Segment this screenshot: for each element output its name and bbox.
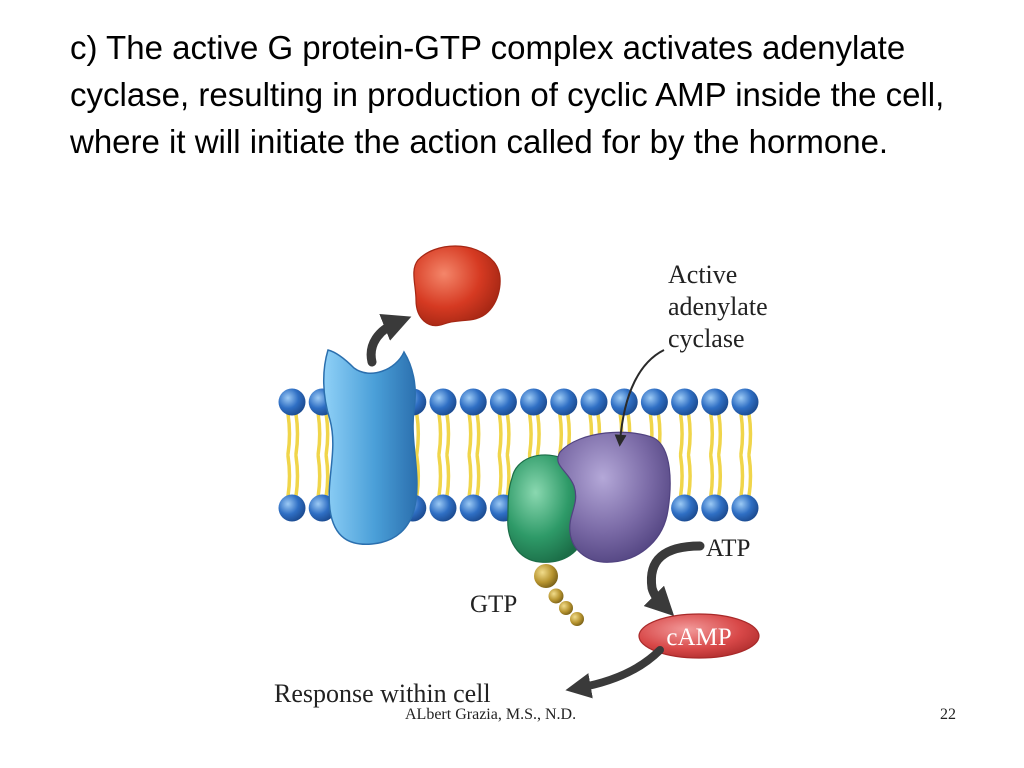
lipid-head <box>489 388 517 416</box>
response-arrow <box>565 646 664 699</box>
lipid-tail <box>497 454 503 498</box>
adenylate-cyclase-pointer <box>614 349 665 447</box>
label-gtp: GTP <box>470 591 517 618</box>
atp-conversion-arrow <box>643 541 705 617</box>
label-active: Active <box>668 260 737 289</box>
lipid-tail <box>505 412 511 456</box>
lipid-tail <box>686 412 692 456</box>
adenylate-cyclase <box>557 431 671 563</box>
lipid-tail <box>467 454 473 498</box>
lipid-tail <box>286 454 292 498</box>
lipid-tail <box>437 454 443 498</box>
lipid-head <box>429 388 457 416</box>
lipid-tail <box>678 412 684 456</box>
lipid-tail <box>415 412 421 456</box>
lipid-tail <box>709 454 715 498</box>
lipid-head <box>671 494 699 522</box>
lipid-head <box>278 388 306 416</box>
lipid-tail <box>505 454 511 498</box>
camp-molecule <box>638 613 760 659</box>
lipid-head <box>640 388 668 416</box>
lipid-tail <box>324 412 330 456</box>
lipid-tail <box>467 412 473 456</box>
lipid-tail <box>294 454 300 498</box>
lipid-tail <box>294 412 300 456</box>
lipid-head <box>701 388 729 416</box>
lipid-tail <box>497 412 503 456</box>
gtp-beads <box>534 564 584 626</box>
lipid-tail <box>558 412 564 456</box>
lipid-tail <box>437 412 443 456</box>
label-atp: ATP <box>706 535 750 562</box>
g-protein <box>507 454 588 563</box>
lipid-head <box>701 494 729 522</box>
lipid-tail <box>686 454 692 498</box>
lipid-head <box>550 388 578 416</box>
lipid-tail <box>717 454 723 498</box>
lipid-head <box>278 494 306 522</box>
lipid-tail <box>316 412 322 456</box>
lipid-tail <box>739 454 745 498</box>
lipid-head <box>610 388 638 416</box>
lipid-tail <box>678 454 684 498</box>
slide-body-text: c) The active G protein-GTP complex acti… <box>70 29 945 160</box>
footer-author: ALbert Grazia, M.S., N.D. <box>405 706 577 723</box>
lipid-tail <box>717 412 723 456</box>
lipid-tail <box>475 412 481 456</box>
lipid-tail <box>445 412 451 456</box>
slide-number: 22 <box>940 706 956 723</box>
lipid-tail <box>747 454 753 498</box>
lipid-tail <box>475 454 481 498</box>
label-adenylate: adenylate <box>668 292 768 321</box>
label-cyclase: cyclase <box>668 324 745 353</box>
lipid-head <box>459 494 487 522</box>
lipid-tail <box>316 454 322 498</box>
lipid-head <box>429 494 457 522</box>
lipid-tail <box>445 454 451 498</box>
lipid-head <box>520 388 548 416</box>
lipid-head <box>580 388 608 416</box>
hormone-release-arrow <box>366 313 412 367</box>
label-camp: cAMP <box>666 624 731 651</box>
lipid-tail <box>709 412 715 456</box>
lipid-tail <box>739 412 745 456</box>
lipid-head <box>459 388 487 416</box>
lipid-head <box>731 494 759 522</box>
label-response: Response within cell <box>274 679 491 708</box>
lipid-tail <box>747 412 753 456</box>
lipid-tail <box>527 412 533 456</box>
hormone-molecule <box>413 245 501 327</box>
lipid-tail <box>286 412 292 456</box>
lipid-head <box>731 388 759 416</box>
lipid-head <box>671 388 699 416</box>
receptor-protein <box>322 349 418 546</box>
lipid-tail <box>324 454 330 498</box>
lipid-tail <box>535 412 541 456</box>
